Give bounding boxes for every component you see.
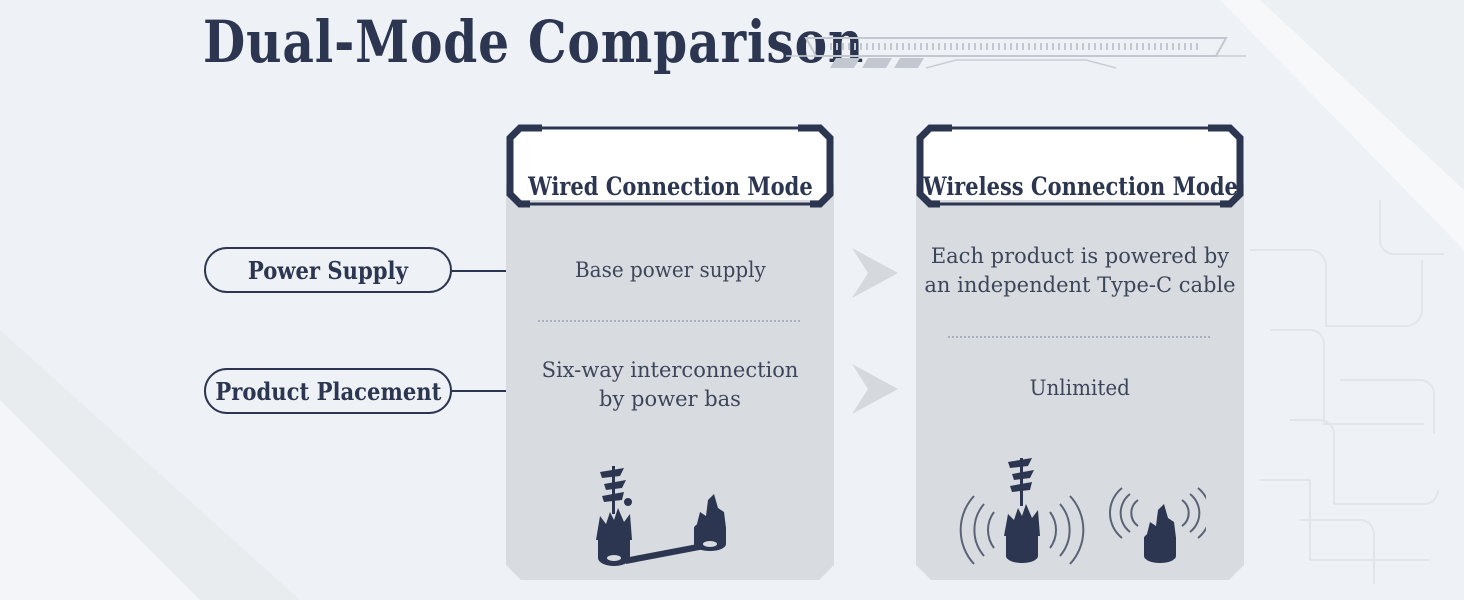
wireless-signal-icon — [959, 487, 1206, 565]
wired-placement-value: Six-way interconnection by power bas — [506, 356, 834, 414]
wireless-placement-text: Unlimited — [1029, 376, 1131, 400]
wireless-products-illustration — [959, 458, 1206, 565]
wired-divider — [538, 320, 800, 322]
wired-products-illustration — [596, 466, 726, 566]
wireless-divider — [948, 336, 1210, 338]
wireless-power-line2: an independent Type-C cable — [924, 273, 1236, 297]
chevron-right-icon — [852, 248, 898, 298]
page-title: Dual-Mode Comparison — [203, 8, 865, 76]
wired-placement-line1: Six-way interconnection — [541, 358, 799, 382]
wired-card-frame — [506, 124, 834, 580]
connector-line-placement — [452, 390, 506, 392]
wired-card-title-text: Wired Connection Mode — [527, 171, 813, 201]
wired-power-supply-value: Base power supply — [506, 256, 834, 285]
wireless-card-title-text: Wireless Connection Mode — [922, 171, 1238, 201]
row-label-product-placement-text: Product Placement — [215, 376, 441, 406]
wireless-mode-card: Wireless Connection Mode Each product is… — [916, 124, 1244, 580]
chevron-right-icon — [852, 364, 898, 414]
wireless-power-line1: Each product is powered by — [930, 244, 1230, 268]
wired-power-supply-text: Base power supply — [574, 258, 766, 282]
connector-line-power — [452, 270, 506, 272]
wireless-card-title: Wireless Connection Mode — [916, 166, 1244, 206]
wired-card-title: Wired Connection Mode — [506, 166, 834, 206]
wireless-card-frame — [916, 124, 1244, 580]
wireless-power-supply-value: Each product is powered by an independen… — [916, 242, 1244, 300]
row-label-product-placement: Product Placement — [204, 368, 452, 414]
row-label-power-supply-text: Power Supply — [248, 255, 408, 285]
title-decoration — [786, 37, 1246, 69]
wired-placement-line2: by power bas — [599, 387, 741, 411]
row-label-power-supply: Power Supply — [204, 247, 452, 293]
wireless-placement-value: Unlimited — [916, 374, 1244, 403]
wired-mode-card: Wired Connection Mode Base power supply … — [506, 124, 834, 580]
